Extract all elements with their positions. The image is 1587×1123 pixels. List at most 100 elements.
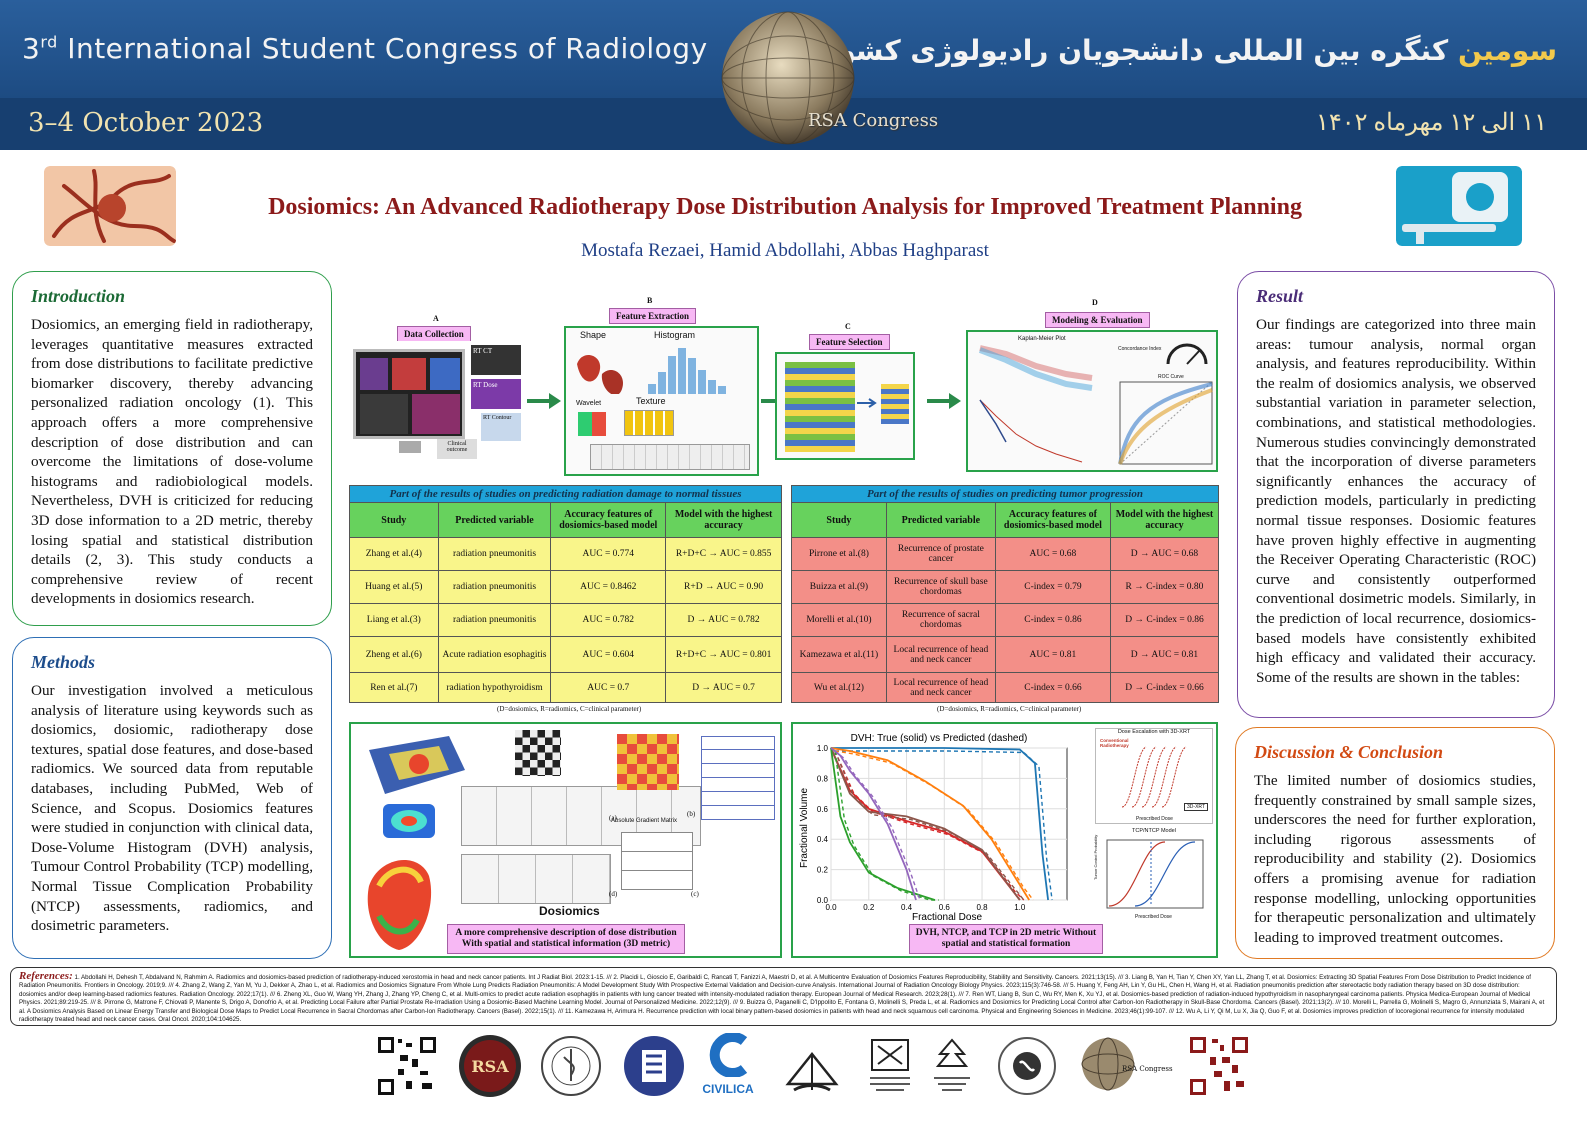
table-row: Zheng et al.(6)Acute radiation esophagit… (349, 636, 782, 673)
dose-heatmap (383, 804, 435, 838)
dvh-x-tick-label: 0.4 (901, 903, 913, 912)
dvh-x-tick-label: 1.0 (1014, 903, 1026, 912)
methods-text: Our investigation involved a meticulous … (31, 682, 313, 935)
selection-arrow (857, 398, 877, 408)
inset1-title: Dose Escalation with 3D-XRT (1117, 729, 1191, 735)
dvh-ylabel: Fractional Volume (799, 788, 810, 868)
rsa-congress-logo-text: RSA Congress (1122, 1065, 1173, 1073)
rsa-congress-logo: RSA Congress (1080, 1033, 1180, 1099)
rsa-congress-globe-icon (1081, 1037, 1135, 1091)
round-seal-logo (998, 1037, 1056, 1095)
table-row: Pirrone et al.(8)Recurrence of prostate … (791, 537, 1220, 571)
poster-title: Dosiomics: An Advanced Radiotherapy Dose… (268, 194, 1302, 220)
dvh-series-line (831, 747, 1049, 901)
congress-dates-en: 3–4 October 2023 (28, 108, 264, 138)
feature-matrix-selected (881, 384, 909, 424)
dvh-y-tick-label: 1.0 (817, 744, 829, 753)
stage-d-panel: Kaplan-Meier Plot Concordance Index ROC … (966, 330, 1218, 472)
table-cell: radiation pneumonitis (437, 603, 552, 637)
tumor-vessels-image (44, 166, 176, 246)
dvh-series-predicted-line (834, 750, 1025, 901)
references-text: 1. Abdollahi H, Dehesh T, Abdalvand N, R… (19, 974, 1545, 1024)
poster-authors: Mostafa Rezaei, Hamid Abdollahi, Abbas H… (581, 240, 989, 261)
dvh-x-tick-label: 0.8 (976, 903, 988, 912)
discussion-heading: Discussion & Conclusion (1254, 742, 1444, 762)
table-cell: AUC = 0.782 (550, 603, 667, 637)
gauge-icon (1166, 343, 1208, 365)
dose-escalation-inset: Dose Escalation with 3D-XRT Conventional… (1095, 728, 1213, 824)
subfigure-b-label: (b) (687, 810, 696, 818)
table-right-header: Predicted variable (885, 502, 996, 538)
table-row: Morelli et al.(10)Recurrence of sacral c… (791, 603, 1220, 637)
gradient-matrix-label: Absolute Gradient Matrix (611, 818, 678, 824)
table-cell: R+D+C → AUC = 0.855 (665, 537, 782, 571)
qr-code-left (376, 1035, 438, 1097)
university-seal-logo (541, 1036, 601, 1096)
feature-matrix-full (785, 362, 855, 452)
table-left-header: Model with the highest accuracy (665, 502, 782, 538)
table-cell: AUC = 0.604 (550, 636, 667, 673)
dvh-series (830, 747, 1053, 901)
concordance-index-label: Concordance Index (1118, 346, 1162, 352)
dvh-series-line (830, 747, 936, 901)
rt-ct-thumb: RT CT (471, 345, 521, 375)
table-cell: Ren et al.(7) (349, 672, 439, 703)
stage-d-tag: Modeling & Evaluation (1045, 312, 1150, 328)
dosiomics-3d-figure: Absolute Gradient Matrix (a) (b) (c) (d)… (349, 722, 782, 958)
dvh-y-tick-label: 0.8 (817, 774, 829, 783)
table-cell: D → AUC = 0.7 (665, 672, 782, 703)
discussion-text: The limited number of dosiomics studies,… (1254, 772, 1536, 946)
roc-curve-title: ROC Curve (1158, 374, 1184, 380)
introduction-section: Introduction Dosiomics, an emerging fiel… (12, 271, 332, 626)
subfigure-c-label: (c) (691, 890, 699, 898)
stage-c-tag: Feature Selection (809, 334, 890, 350)
rsa-logo: RSA (459, 1035, 521, 1097)
rsa-logo-text: RSA (471, 1057, 509, 1076)
inset1-legend: Conventional Radiotherapy (1100, 738, 1129, 748)
histogram-label: Histogram (654, 330, 696, 340)
references-section: References: 1. Abdollahi H, Dehesh T, Ab… (10, 967, 1557, 1026)
table-left-header: Accuracy features of dosiomics-based mod… (550, 502, 667, 538)
dvh-x-tick-label: 0.2 (863, 903, 875, 912)
dosiomics-caption: A more comprehensive description of dose… (447, 924, 685, 954)
shield-emblem-logo (624, 1036, 684, 1096)
references-label: References: (19, 970, 73, 982)
dosiomics-pipeline-figure: A Data Collection RT CT RT Dose RT Conto… (341, 296, 1223, 479)
table-cell: Local recurrence of head and neck cancer (885, 672, 996, 703)
rsa-congress-badge: RSA Congress (808, 110, 939, 131)
civilica-mark-icon (709, 1032, 748, 1078)
monitor-screen (353, 349, 465, 439)
stage-b-tag: Feature Extraction (609, 308, 697, 324)
stage-a-letter: A (433, 314, 439, 323)
table-cell: C-index = 0.66 (994, 672, 1111, 703)
dvh-series-predicted-line (834, 750, 1025, 901)
dvh-x-tick-label: 0.0 (825, 903, 837, 912)
methods-heading: Methods (31, 652, 96, 672)
km-plot (978, 345, 1093, 391)
table-cell: Kamezawa et al.(11) (791, 636, 887, 673)
km-plot-title: Kaplan-Meier Plot (1018, 336, 1066, 342)
table-cell: AUC = 0.8462 (550, 570, 667, 604)
dose-surface-3d (367, 859, 432, 950)
stage-b-letter: B (647, 296, 653, 305)
dvh-chart: DVH: True (solid) vs Predicted (dashed) … (799, 733, 1068, 923)
tree-emblem-logo (934, 1038, 970, 1091)
table-cell: D → C-index = 0.86 (1109, 603, 1220, 637)
wavelet-map (578, 412, 606, 436)
dose-escalation-curves (1121, 746, 1187, 808)
stage-b-panel: Shape Histogram Texture Wavelet (564, 326, 759, 476)
normal-tissue-results-table: Part of the results of studies on predic… (349, 485, 782, 703)
inset2-xlabel: Prescribed Dose (1135, 914, 1172, 920)
dvh-chart-title: DVH: True (solid) vs Predicted (dashed) (851, 733, 1028, 744)
table-right-note: (D=dosiomics, R=radiomics, C=clinical pa… (937, 705, 1082, 713)
table-cell: Recurrence of prostate cancer (885, 537, 996, 571)
congress-name-fa: سومین کنگره بین المللی دانشجویان رادیولو… (822, 34, 1557, 67)
inset2-ylabel: Tumor Control Probability (1093, 834, 1098, 880)
inset1-xlabel: Prescribed Dose (1136, 816, 1173, 822)
table-cell: radiation hypothyroidism (437, 672, 552, 703)
dvh-y-tick-label: 0.0 (817, 896, 829, 905)
stage-d-letter: D (1092, 298, 1098, 307)
